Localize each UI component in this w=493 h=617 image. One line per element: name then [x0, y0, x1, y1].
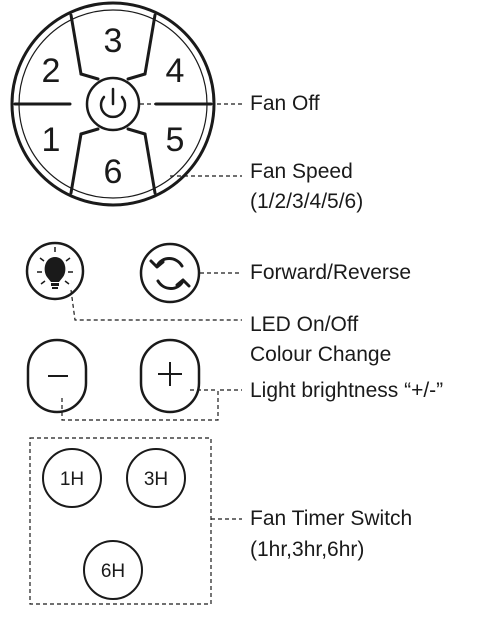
- label-colour-change: Colour Change: [250, 343, 392, 366]
- speed-button-4[interactable]: 4: [166, 52, 185, 90]
- timer-button-3h[interactable]: 3H: [126, 448, 186, 508]
- timer-1h-label: 1H: [60, 469, 84, 490]
- speed-dial: 3 2 4 1 5 6: [10, 1, 216, 207]
- speed-button-3[interactable]: 3: [104, 22, 123, 60]
- timer-group-box: [29, 437, 212, 605]
- plus-icon: [158, 362, 182, 386]
- timer-button-1h[interactable]: 1H: [42, 448, 102, 508]
- speed-button-6[interactable]: 6: [104, 153, 123, 191]
- led-light-button[interactable]: [25, 241, 85, 301]
- timer-button-6h[interactable]: 6H: [83, 540, 143, 600]
- leader-led: [70, 289, 242, 321]
- brightness-minus-button[interactable]: [26, 338, 88, 414]
- label-light-brightness: Light brightness “+/-”: [250, 379, 444, 402]
- timer-6h-label: 6H: [101, 561, 125, 582]
- label-fan-speed: Fan Speed: [250, 160, 353, 183]
- leader-brightness-minus: [61, 389, 242, 421]
- leader-lines: [61, 103, 242, 520]
- label-fan-timer-switch: Fan Timer Switch: [250, 507, 413, 530]
- reverse-arrows-icon: [149, 257, 191, 290]
- speed-button-2[interactable]: 2: [42, 52, 61, 90]
- label-fan-speed-values: (1/2/3/4/5/6): [250, 190, 364, 213]
- label-led-on-off: LED On/Off: [250, 313, 359, 336]
- fan-off-button[interactable]: [85, 76, 141, 132]
- speed-button-5[interactable]: 5: [166, 121, 185, 159]
- power-icon: [99, 87, 127, 119]
- speed-button-1[interactable]: 1: [42, 121, 61, 159]
- label-fan-off: Fan Off: [250, 92, 320, 115]
- light-bulb-icon: [37, 247, 73, 289]
- forward-reverse-button[interactable]: [139, 242, 201, 304]
- label-fan-timer-values: (1hr,3hr,6hr): [250, 538, 365, 561]
- label-forward-reverse: Forward/Reverse: [250, 261, 412, 284]
- timer-3h-label: 3H: [144, 469, 168, 490]
- brightness-plus-button[interactable]: [139, 338, 201, 414]
